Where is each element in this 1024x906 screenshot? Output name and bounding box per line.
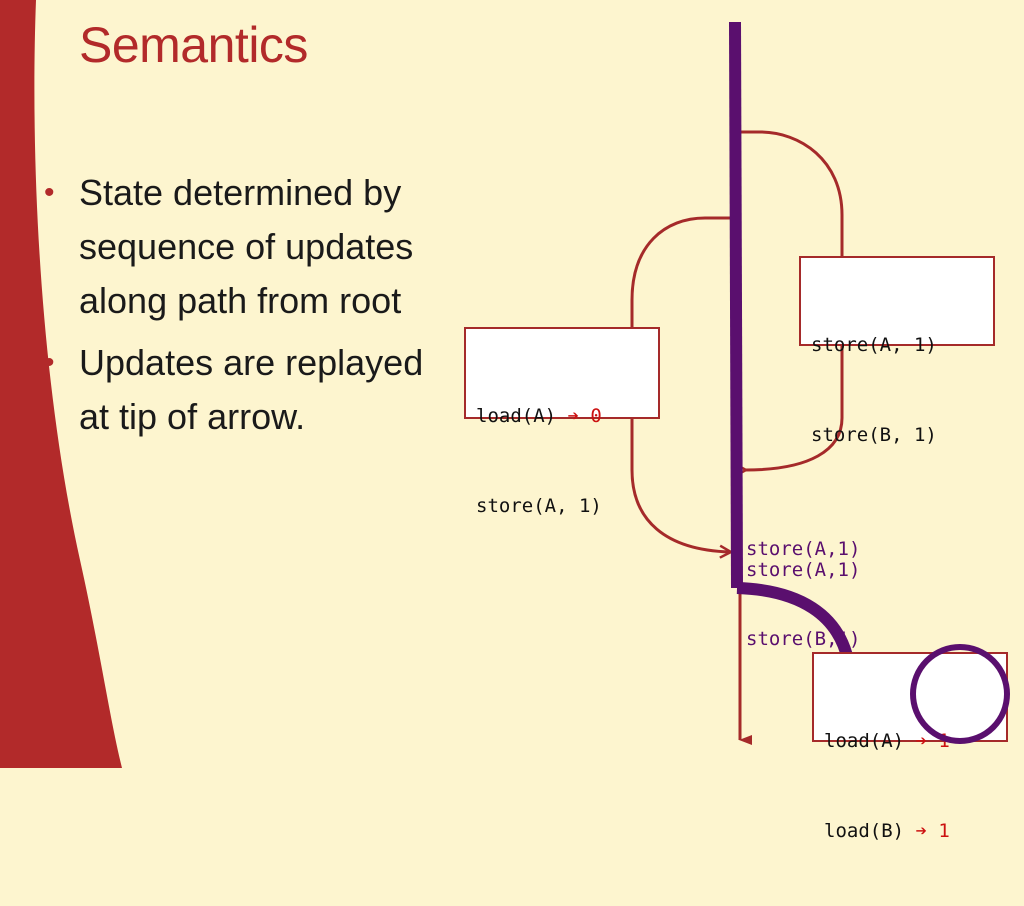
slide-title: Semantics [79, 17, 308, 73]
branch-right-path [740, 130, 844, 470]
code-prefix: load(B) [824, 820, 916, 842]
bullet-text: State determined by sequence of updates … [79, 172, 414, 321]
result-value: ➔ 1 [915, 730, 950, 752]
box-left-load-store: load(A) ➔ 0 store(A, 1) [464, 327, 660, 517]
code-line: store(B, 1) [811, 424, 937, 446]
bullet-dot-icon: • [44, 346, 55, 379]
replayed-update-single: store(A,1) [746, 559, 861, 581]
slide: Semantics • State determined by sequence… [0, 0, 1010, 842]
code-prefix: load(A) [476, 405, 568, 427]
code-line: load(A) ➔ 1 [824, 726, 996, 756]
bullet-dot-icon: • [44, 176, 55, 209]
code-line: store(A,1) [746, 538, 861, 560]
code-line: store(A, 1) [811, 334, 937, 356]
bullet-text: Updates are replayed at tip of arrow. [79, 342, 424, 437]
decorative-left-band [0, 0, 122, 768]
result-value: ➔ 0 [567, 405, 602, 427]
code-line: store(B,1) [746, 628, 861, 650]
replayed-updates-group: store(A,1) store(B,1) [746, 474, 860, 714]
code-prefix: load(A) [824, 730, 916, 752]
bullet-list: • State determined by sequence of update… [44, 166, 424, 452]
code-line: load(B) ➔ 1 [824, 816, 996, 846]
result-value: ➔ 1 [915, 820, 950, 842]
code-line: store(A, 1) [476, 495, 602, 517]
bullet-item: • Updates are replayed at tip of arrow. [44, 336, 424, 444]
purple-curve-to-result [736, 582, 854, 662]
history-diagram [630, 21, 854, 745]
bullet-item: • State determined by sequence of update… [44, 166, 424, 328]
box-right-stores: store(A, 1) store(B, 1) [799, 256, 995, 446]
box-bottom-loads: load(A) ➔ 1 load(B) ➔ 1 [812, 652, 1008, 842]
code-line: load(A) ➔ 0 [476, 401, 648, 431]
main-timeline [729, 21, 743, 589]
